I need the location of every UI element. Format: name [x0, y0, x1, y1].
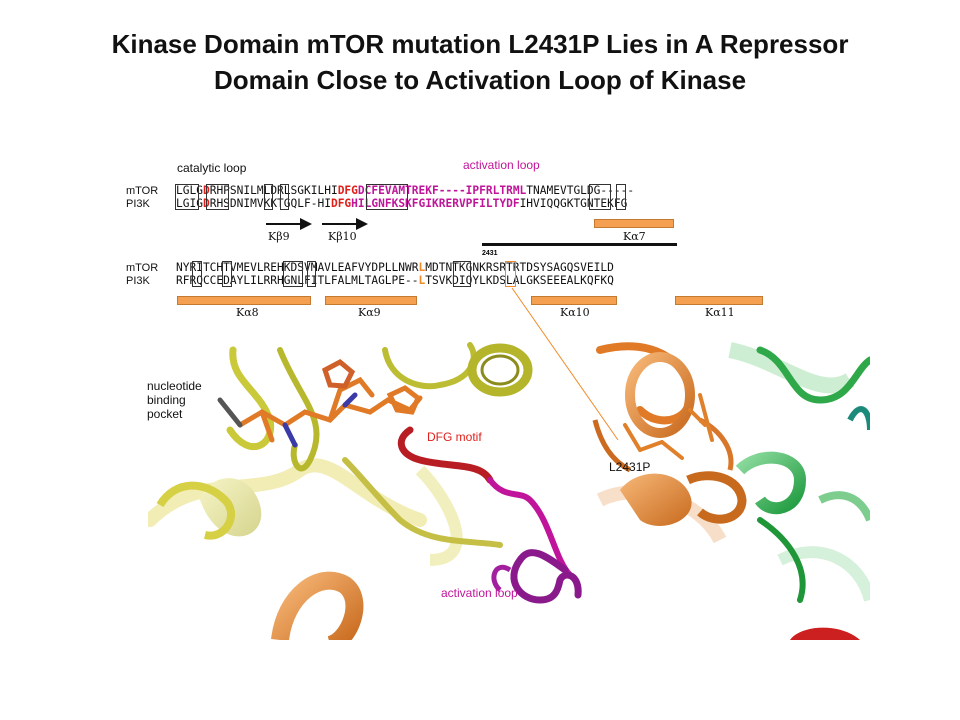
mtor-segment: MDTNTKGNKRSRTRTDSYSAGQSVEILD [425, 261, 614, 274]
pi3k-segment: IHVIQQGKTGNTEKFG [519, 197, 628, 210]
orange-helix-bottom [271, 571, 364, 654]
mtor-segment: LGLG [176, 184, 203, 197]
l2431p-sticks [623, 393, 714, 460]
helix-label-ka7: Kα7 [623, 230, 646, 243]
helix-ka7 [594, 219, 674, 228]
title-line-2: Domain Close to Activation Loop of Kinas… [213, 65, 747, 95]
helix-ka11 [675, 296, 763, 305]
title-line-1: Kinase Domain mTOR mutation L2431P Lies … [111, 29, 849, 59]
conserved-box [264, 184, 273, 210]
conserved-box [192, 261, 202, 287]
activation-loop-seq-label: activation loop [463, 158, 540, 172]
mtor-name-1: mTOR [126, 185, 159, 197]
helix-label-ka10: Kα10 [560, 306, 590, 319]
mtor-sequence-1: LGLGDRHPSNILMLDRLSGKILHIDFGDCFEVAMTREKF-… [176, 185, 634, 197]
conserved-box [366, 184, 408, 210]
pi3k-name-1: PI3K [126, 198, 150, 210]
strand-label-kb10: Kβ10 [328, 230, 357, 243]
slide-title: Kinase Domain mTOR mutation L2431P Lies … [40, 26, 920, 98]
pi3k-segment: HILGNFKSKFGIKRERVPFILTYDF [351, 197, 520, 210]
dfg-motif-ribbon [397, 426, 494, 484]
pi3k-segment: DFG [330, 197, 352, 210]
pi3k-segment: LGIG [176, 197, 203, 210]
pi3k-sequence-1: LGIGDRHSDNIMVKKTGQLF-HIDFGHILGNFKSKFGIKR… [176, 198, 627, 210]
dfg-motif-label: DFG motif [427, 430, 482, 444]
mtor-name-2: mTOR [126, 262, 159, 274]
helix-label-ka8: Kα8 [236, 306, 259, 319]
conserved-box [206, 184, 229, 210]
repressor-domain-bar [482, 243, 677, 246]
pi3k-name-2: PI3K [126, 275, 150, 287]
pi3k-segment: RFRQCCEDAYLILRRHGNLFITLFALMLTAGLPE-- [176, 274, 419, 287]
strand-arrow-kb9 [266, 218, 312, 230]
mtor-segment: RHPSNILMLDRLSGKILHI [209, 184, 338, 197]
mutation-box [505, 261, 516, 287]
mtor-segment: DFG [337, 184, 358, 197]
strand-arrow-kb10 [322, 218, 368, 230]
strand-label-kb9: Kβ9 [268, 230, 290, 243]
mtor-sequence-2: NYRITCHTVMEVLREHKDSVMAVLEAFVYDPLLNWRLMDT… [176, 262, 614, 274]
conserved-box [453, 261, 471, 287]
pi3k-sequence-2: RFRQCCEDAYLILRRHGNLFITLFALMLTAGLPE--LTSV… [176, 275, 614, 287]
activation-loop-ribbon [487, 477, 573, 578]
helix-ka9 [325, 296, 417, 305]
conserved-box [222, 261, 232, 287]
nucleotide-pocket-label: nucleotide binding pocket [147, 379, 202, 421]
conserved-box [283, 261, 303, 287]
conserved-box [589, 184, 611, 210]
catalytic-loop-label: catalytic loop [177, 161, 247, 175]
mtor-segment: DCFEVAMTREKF----IPFRLTRML [357, 184, 527, 197]
red-helix-fragment [790, 627, 860, 640]
activation-loop-structure-label: activation loop [441, 586, 518, 600]
conserved-box [280, 184, 289, 210]
conserved-box [616, 184, 626, 210]
conserved-box [307, 261, 316, 287]
mtor-segment: NYRITCHTVMEVLREHKDSVMAVLEAFVYDPLLNWR [176, 261, 419, 274]
helix-label-ka11: Kα11 [705, 306, 735, 319]
pi3k-segment: RHSDNIMVKKTGQLF-HI [209, 197, 331, 210]
mutation-connector-line [511, 287, 619, 441]
conserved-box [175, 184, 199, 210]
helix-ka10 [531, 296, 617, 305]
pi3k-segment: TSVKDIQYLKDSLALGKSEEEALKQFKQ [425, 274, 614, 287]
pi3k-segment: L [418, 274, 426, 287]
residue-number: 2431 [482, 250, 498, 257]
yellow-helix-top [467, 343, 533, 397]
orange-helix-upper [625, 352, 695, 438]
orange-helix-lower [620, 473, 692, 526]
mutation-label: L2431P [609, 460, 651, 474]
mtor-segment: L [418, 261, 426, 274]
helix-ka8 [177, 296, 311, 305]
helix-label-ka9: Kα9 [358, 306, 381, 319]
ligand-sticks [217, 359, 423, 448]
mtor-segment: TNAMEVTGLDG----- [526, 184, 635, 197]
